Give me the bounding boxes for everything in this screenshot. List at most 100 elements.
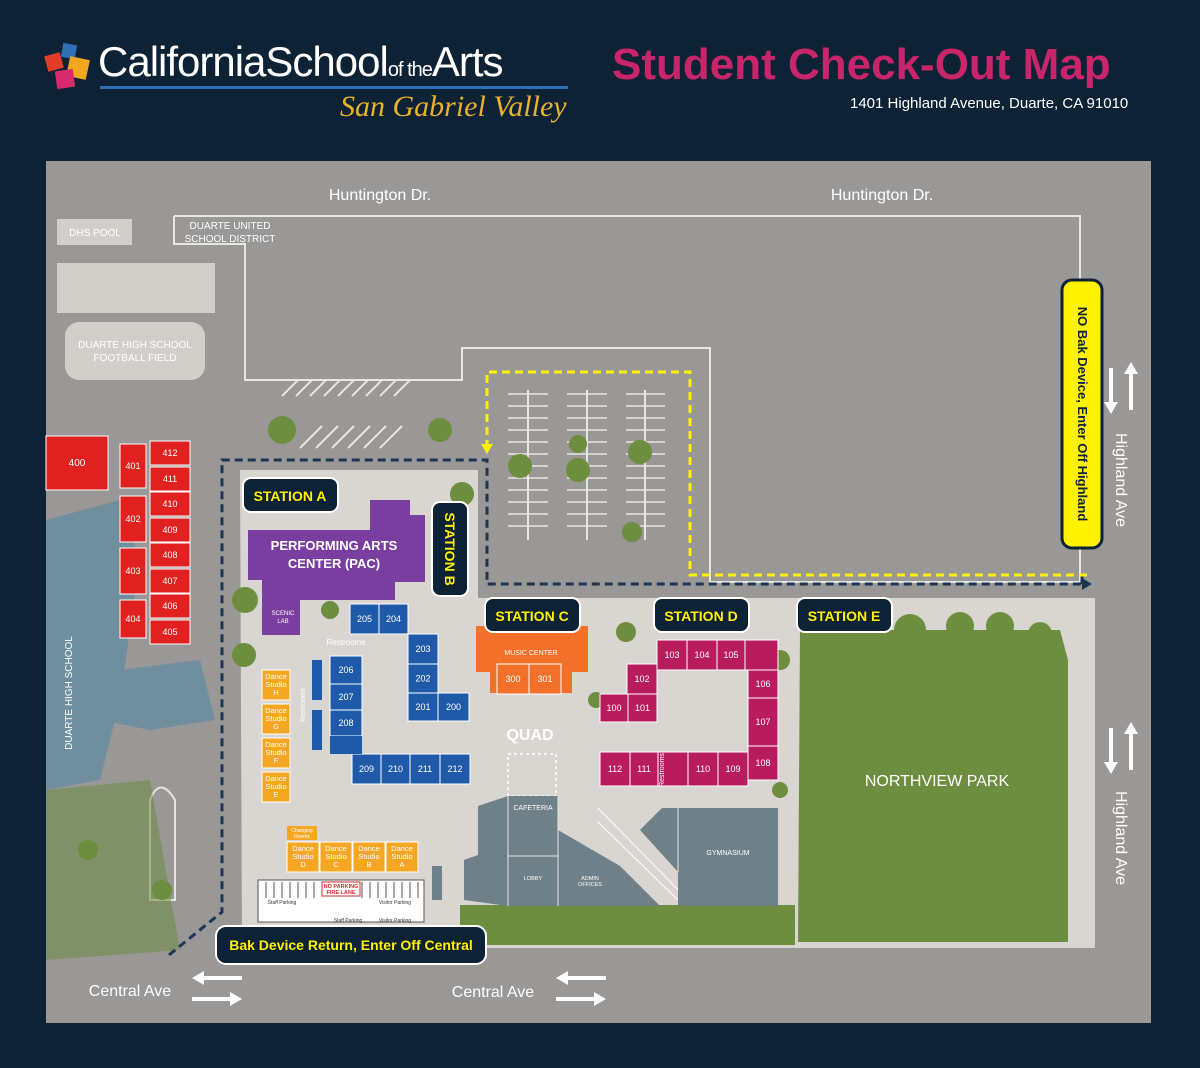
station-c[interactable]: STATION C	[484, 597, 581, 633]
dance-studio-label: Dance	[265, 672, 287, 681]
room-111-block	[629, 751, 659, 787]
football-field	[65, 322, 205, 380]
room-409-block	[149, 517, 191, 543]
restrooms-label: Restrooms	[327, 638, 366, 647]
room-400: 400	[45, 435, 109, 491]
room-405-label: 405	[162, 627, 177, 637]
address: 1401 Highland Avenue, Duarte, CA 91010	[850, 95, 1129, 112]
gymnasium	[640, 808, 778, 906]
room-208-label: 208	[338, 718, 353, 728]
brand-small: of the	[387, 59, 433, 81]
room-110-label: 110	[696, 764, 710, 774]
dance-studio-block	[261, 737, 291, 769]
parking-stall-lines	[508, 393, 665, 527]
room-301-label: 301	[537, 674, 552, 684]
central-notice-label: Bak Device Return, Enter Off Central	[229, 937, 473, 953]
dance-studio-block	[286, 841, 320, 873]
staff-parking-label: Staff Parking	[268, 900, 297, 906]
room-102-block	[626, 663, 658, 695]
parking-hatch	[281, 379, 411, 449]
room-105-annex	[744, 639, 779, 671]
room-400-label: 400	[69, 458, 86, 469]
room-211-block	[409, 753, 441, 785]
room-104: 104	[686, 639, 718, 671]
room-402-label: 402	[125, 514, 140, 524]
room-406-label: 406	[162, 601, 177, 611]
room-403-block	[119, 547, 147, 595]
station-b[interactable]: STATION B	[431, 501, 469, 597]
room-401-label: 401	[125, 461, 140, 471]
changing-label-2: Rooms	[294, 834, 310, 840]
highland-top-label: Highland Ave	[1112, 433, 1129, 527]
room-406-block	[149, 593, 191, 619]
cafeteria-label: CAFETERIA	[513, 805, 553, 812]
room-104-block	[686, 639, 718, 671]
dance-studio-label: Dance	[292, 844, 314, 853]
music-center-label: MUSIC CENTER	[504, 650, 557, 657]
room-200-label: 200	[446, 702, 461, 712]
district-label-1: DUARTE UNITED	[190, 221, 271, 232]
room-411: 411	[149, 466, 191, 492]
station-a-label: STATION A	[254, 488, 327, 504]
room-102: 102	[626, 663, 658, 695]
district-label-2: SCHOOL DISTRICT	[185, 234, 276, 245]
lobby-label: LOBBY	[524, 876, 543, 882]
room-112: 112	[599, 751, 631, 787]
room-105-label: 105	[723, 650, 738, 660]
highland-path-arrowhead	[481, 444, 493, 454]
room-300-block	[496, 663, 530, 695]
room-404-label: 404	[125, 614, 140, 624]
room-203-label: 203	[415, 644, 430, 654]
dance-studio-block	[319, 841, 353, 873]
highland-bottom-label: Highland Ave	[1112, 791, 1129, 885]
room-204-block	[378, 603, 409, 635]
room-402-block	[119, 495, 147, 543]
central-left-arrows	[192, 971, 242, 1006]
changing-label-1: Changing	[291, 828, 313, 834]
station-b-label: STATION B	[442, 512, 458, 585]
visitor-parking-label: Visitor Parking	[379, 900, 411, 906]
room-207-label: 207	[338, 692, 353, 702]
track-outline	[149, 786, 176, 901]
dance-studios-side: DanceStudioHDanceStudioGDanceStudioFDanc…	[261, 669, 291, 803]
room-411-block	[149, 466, 191, 492]
central-right-arrows	[556, 971, 606, 1006]
dhs-lawn	[46, 780, 180, 960]
dance-studio-block	[261, 771, 291, 803]
central-notice: Bak Device Return, Enter Off Central	[215, 925, 487, 965]
district-building	[57, 263, 215, 313]
room-202: 202	[407, 663, 439, 694]
room-201-label: 201	[415, 702, 430, 712]
pac-label-1: PERFORMING ARTS	[271, 538, 398, 553]
room-402: 402	[119, 495, 147, 543]
room-203-block	[407, 633, 439, 665]
station-e[interactable]: STATION E	[796, 597, 893, 633]
room-109: 109	[717, 751, 749, 787]
pac-label-2: CENTER (PAC)	[288, 556, 380, 571]
room-107-label: 107	[755, 717, 770, 727]
room-104-label: 104	[694, 650, 709, 660]
brand-underline	[100, 86, 568, 89]
room-407: 407	[149, 568, 191, 594]
dance-studio-label: E	[273, 790, 278, 799]
room-403-label: 403	[125, 566, 140, 576]
station-d[interactable]: STATION D	[653, 597, 750, 633]
room-110-block	[687, 751, 719, 787]
room-205-label: 205	[357, 614, 372, 624]
room-109-label: 109	[725, 764, 740, 774]
central-right-label: Central Ave	[452, 984, 535, 1001]
room-109-block	[717, 751, 749, 787]
room-112-block	[599, 751, 631, 787]
dance-studio-label: C	[333, 860, 339, 869]
room-212-label: 212	[447, 764, 462, 774]
restroom-block-1	[312, 660, 322, 700]
dance-studio-label: Dance	[265, 740, 287, 749]
highland-access-path	[485, 370, 1087, 577]
dhs-building-2	[100, 660, 215, 730]
dance-studio-label: D	[300, 860, 306, 869]
room-409-label: 409	[162, 525, 177, 535]
station-a[interactable]: STATION A	[242, 477, 339, 513]
